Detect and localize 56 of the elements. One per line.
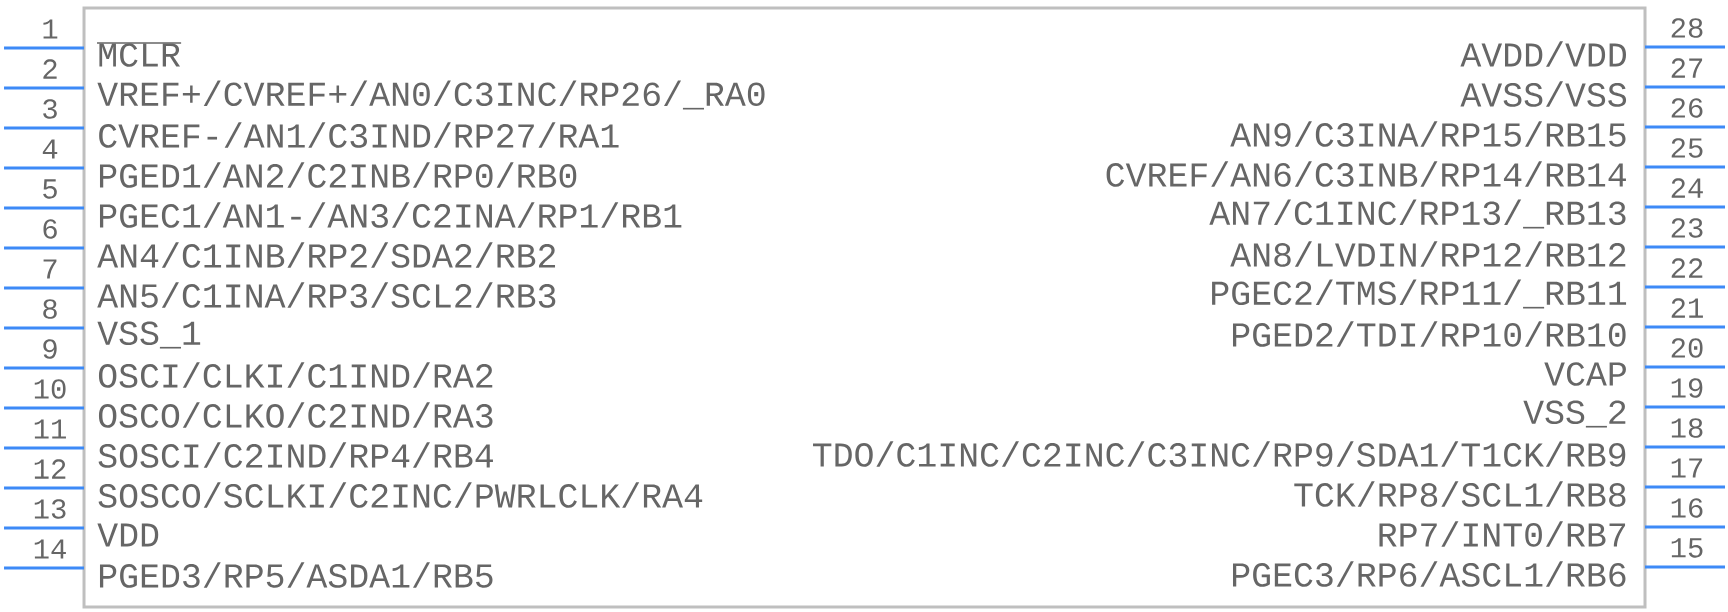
pin-name: PGED2/TDI/RP10/RB10 [1233, 321, 1626, 347]
pin-number: 19 [1671, 378, 1703, 398]
pin-name: AVDD/VDD [1460, 41, 1626, 67]
pin-number: 23 [1671, 218, 1703, 238]
pin-number: 2 [43, 59, 57, 79]
pin-name: AN4/C1INB/RP2/SDA2/RB2 [97, 242, 555, 268]
pin-number: 14 [34, 539, 66, 559]
pin-number: 22 [1671, 258, 1703, 278]
pin-name: AN9/C3INA/RP15/RB15 [1230, 121, 1626, 147]
pin-name: TDO/C1INC/C2INC/C3INC/RP9/SDA1/T1CK/RB9 [813, 441, 1626, 467]
pin-name: PGED3/RP5/ASDA1/RB5 [100, 562, 493, 588]
pin-name: AN5/C1INA/RP3/SCL2/RB3 [97, 282, 556, 308]
pin-name: PGEC2/TMS/RP11/_RB11 [1212, 279, 1627, 309]
pin-number: 25 [1671, 138, 1703, 158]
pin-name: OSCO/CLKO/C2IND/RA3 [98, 402, 493, 428]
pin-name: CVREF-/AN1/C3IND/RP27/RA1 [99, 122, 619, 148]
pin-name: PGED1/AN2/C2INB/RP0/RB0 [100, 162, 577, 188]
pin-name: TCK/RP8/SCL1/RB8 [1294, 481, 1626, 507]
pin-number: 18 [1671, 418, 1703, 438]
pin-number: 15 [1671, 538, 1703, 558]
pin-number: 28 [1671, 18, 1703, 38]
pin-name: VSS_2 [1523, 400, 1626, 428]
pin-number: 26 [1671, 98, 1703, 118]
pin-number: 12 [34, 459, 66, 479]
pin-number: 5 [43, 179, 57, 199]
pin-number: 11 [34, 419, 66, 439]
pin-name: CVREF/AN6/C3INB/RP14/RB14 [1106, 161, 1626, 187]
pin-number: 1 [43, 19, 58, 39]
pin-name: VDD [97, 523, 159, 547]
pin-number: 20 [1671, 338, 1703, 358]
pin-name: VSS_1 [97, 321, 201, 349]
pin-name: MCLR [96, 42, 182, 67]
pin-number: 3 [43, 99, 57, 119]
pin-number: 16 [1671, 498, 1703, 518]
pin-number: 17 [1671, 458, 1703, 478]
pin-name: SOSCI/C2IND/RP4/RB4 [98, 442, 493, 468]
pin-name: RP7/INT0/RB7 [1379, 521, 1626, 547]
pin-name: AVSS/VSS [1460, 81, 1627, 107]
pin-number: 7 [43, 259, 57, 279]
pin-name: AN8/LVDIN/RP12/RB12 [1230, 241, 1626, 267]
pin-number: 9 [43, 339, 57, 359]
pin-number: 6 [43, 219, 57, 239]
pin-number: 10 [34, 379, 66, 399]
pin-name: VREF+/CVREF+/AN0/C3INC/RP26/_RA0 [97, 80, 765, 110]
pin-number: 4 [42, 139, 58, 159]
pin-name: VCAP [1544, 362, 1626, 386]
pin-number: 21 [1671, 298, 1703, 318]
pin-number: 13 [34, 499, 66, 519]
pin-name: PGEC3/RP6/ASCL1/RB6 [1233, 561, 1626, 587]
pin-name: OSCI/CLKI/C1IND/RA2 [98, 362, 493, 388]
pin-number: 27 [1671, 58, 1703, 78]
pin-name: AN7/C1INC/RP13/_RB13 [1209, 199, 1626, 229]
pin-name: PGEC1/AN1-/AN3/C2INA/RP1/RB1 [100, 202, 682, 228]
pin-name: SOSCO/SCLKI/C2INC/PWRLCLK/RA4 [98, 482, 703, 508]
pin-number: 8 [43, 299, 57, 319]
pin-number: 24 [1671, 178, 1703, 198]
